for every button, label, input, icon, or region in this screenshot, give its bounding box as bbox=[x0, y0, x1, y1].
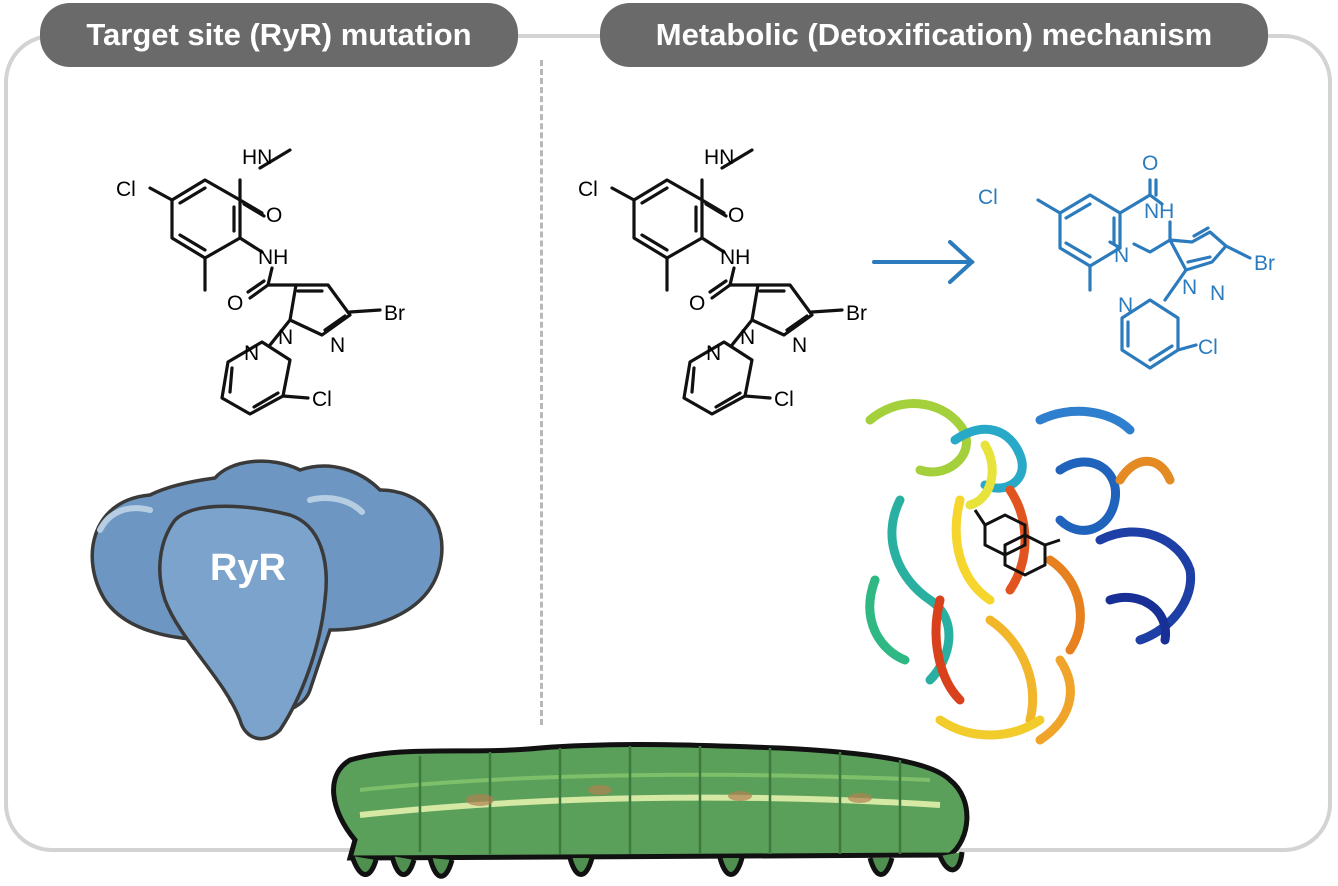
metabolite-n3-label: N bbox=[1210, 282, 1225, 305]
header-metabolic-text: Metabolic (Detoxification) mechanism bbox=[655, 17, 1213, 52]
left-o1-label: O bbox=[266, 204, 282, 227]
metabolite-br-label: Br bbox=[1254, 252, 1275, 275]
left-o2-label: O bbox=[227, 292, 243, 315]
ryr-label: RyR bbox=[210, 547, 286, 589]
right-n3-label: N bbox=[706, 342, 721, 365]
left-br-label: Br bbox=[384, 302, 405, 325]
right-br-label: Br bbox=[846, 302, 867, 325]
right-hn-label: HN bbox=[704, 146, 734, 169]
metabolite-nh-label: NH bbox=[1144, 200, 1174, 223]
right-n1-label: N bbox=[740, 326, 755, 349]
left-hn-label: HN bbox=[242, 146, 272, 169]
right-n2-label: N bbox=[792, 334, 807, 357]
metabolite-n2-label: N bbox=[1182, 276, 1197, 299]
header-metabolic: Metabolic (Detoxification) mechanism bbox=[600, 3, 1268, 67]
header-target-site: Target site (RyR) mutation bbox=[40, 3, 518, 67]
right-cl2-label: Cl bbox=[774, 388, 794, 411]
right-cl1-label: Cl bbox=[578, 178, 598, 201]
metabolite-cl1-label: Cl bbox=[978, 186, 998, 209]
left-nh-label: NH bbox=[258, 246, 288, 269]
left-cl1-label: Cl bbox=[116, 178, 136, 201]
left-cl2-label: Cl bbox=[312, 388, 332, 411]
right-o1-label: O bbox=[728, 204, 744, 227]
right-nh-label: NH bbox=[720, 246, 750, 269]
metabolite-n4-label: N bbox=[1118, 294, 1133, 317]
left-n1-label: N bbox=[278, 326, 293, 349]
header-target-site-text: Target site (RyR) mutation bbox=[86, 17, 472, 52]
metabolite-cl2-label: Cl bbox=[1198, 336, 1218, 359]
metabolite-n1-label: N bbox=[1114, 244, 1129, 267]
left-n3-label: N bbox=[244, 342, 259, 365]
metabolite-o-label: O bbox=[1142, 152, 1158, 175]
right-o2-label: O bbox=[689, 292, 705, 315]
left-n2-label: N bbox=[330, 334, 345, 357]
panel-divider bbox=[540, 60, 543, 725]
